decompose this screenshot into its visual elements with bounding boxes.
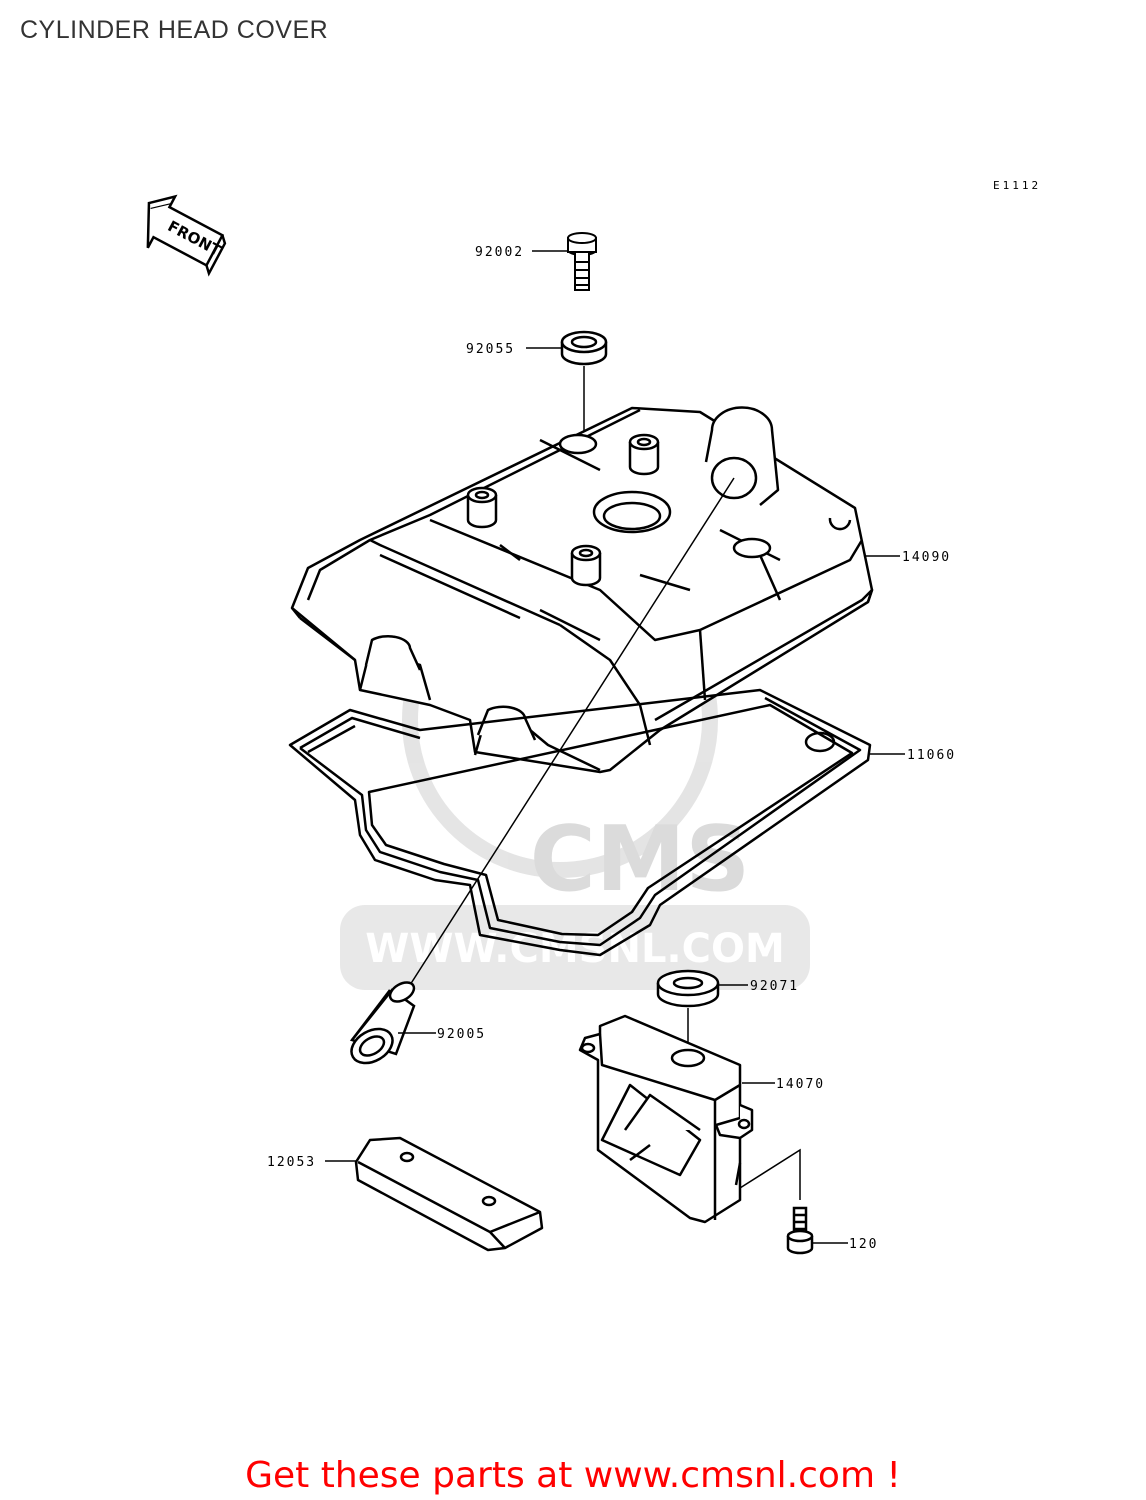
part-label-92005: 92005	[437, 1027, 486, 1042]
washer-92055-icon	[560, 330, 608, 366]
part-label-11060: 11060	[907, 748, 956, 763]
front-arrow-icon: FRONT	[146, 194, 227, 277]
part-label-92002: 92002	[475, 245, 524, 260]
grommet-92071-icon	[656, 969, 720, 1008]
bolt-120-icon	[786, 1206, 814, 1255]
guide-12053-icon	[354, 1136, 544, 1252]
gasket-11060-icon	[288, 688, 872, 957]
watermark-url: WWW.CMSNL.COM	[365, 926, 785, 972]
diagram-code: E1112	[993, 179, 1041, 192]
part-label-12053: 12053	[267, 1155, 316, 1170]
part-label-92055: 92055	[466, 342, 515, 357]
page-title: CYLINDER HEAD COVER	[20, 16, 329, 44]
part-label-92071: 92071	[750, 979, 799, 994]
cylinder-head-cover-14090-icon	[290, 406, 874, 774]
sleeve-92005-icon	[349, 981, 416, 1065]
bracket-14070-icon	[578, 1014, 754, 1224]
part-label-14090: 14090	[902, 550, 951, 565]
watermark-brand: CMS	[530, 807, 750, 912]
footer-parts-link[interactable]: Get these parts at www.cmsnl.com !	[245, 1455, 901, 1496]
part-label-14070: 14070	[776, 1077, 825, 1092]
bolt-92002-icon	[567, 232, 597, 291]
part-label-120: 120	[849, 1237, 878, 1252]
